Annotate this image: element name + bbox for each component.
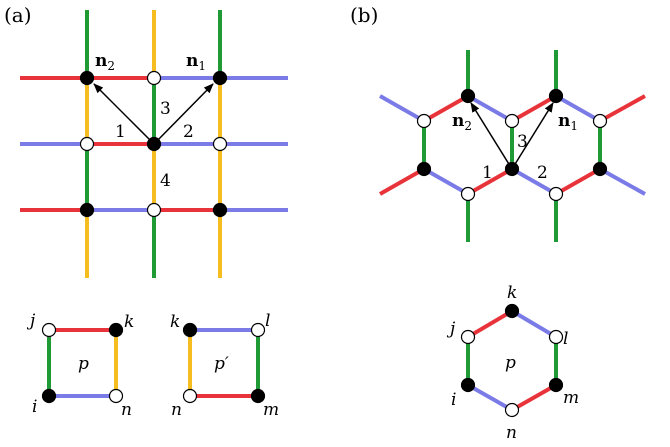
panel-a-horizontal-bonds xyxy=(20,76,288,212)
vector-n2-arrow-b xyxy=(470,102,513,170)
site-empty xyxy=(146,202,162,218)
bond-label-1-b: 1 xyxy=(482,163,493,183)
vector-n2-label: n2 xyxy=(95,51,115,73)
site-empty xyxy=(212,136,228,152)
vector-n1-label: n1 xyxy=(186,51,206,73)
vector-n2-arrow xyxy=(93,83,155,145)
panel-a: (a) xyxy=(4,3,288,420)
vector-n2-label-b: n2 xyxy=(452,111,472,133)
vertex-n: n xyxy=(121,400,132,420)
site-filled xyxy=(79,70,95,86)
vertex-l: l xyxy=(265,311,270,331)
bond-label-1: 1 xyxy=(115,122,126,142)
panel-b-bonds xyxy=(379,50,646,242)
hex-vertex-m: m xyxy=(563,388,579,408)
panel-a-vertical-bonds xyxy=(85,10,222,278)
plaquette-p-label: p xyxy=(78,354,89,374)
hex-vertex-n: n xyxy=(506,423,517,443)
vertex-j: j xyxy=(26,311,36,331)
bond-label-3: 3 xyxy=(160,99,171,119)
site-filled xyxy=(146,136,162,152)
site-filled xyxy=(212,202,228,218)
hexagon-p-label: p xyxy=(505,353,516,373)
vertex-n-prime: n xyxy=(171,400,182,420)
site-empty xyxy=(146,70,162,86)
panel-a-label: (a) xyxy=(4,3,32,27)
panel-b-sites xyxy=(416,88,608,202)
hex-vertex-j: j xyxy=(446,319,456,339)
site-filled xyxy=(212,70,228,86)
plaquette-p: j k i n p xyxy=(26,311,134,420)
hex-vertex-i: i xyxy=(451,390,456,410)
vertex-k-prime: k xyxy=(170,312,180,332)
vertex-m: m xyxy=(263,400,279,420)
bond-label-2-b: 2 xyxy=(537,163,548,183)
vector-n1-label-b: n1 xyxy=(558,111,578,133)
vertex-i: i xyxy=(32,397,37,417)
bond-label-2: 2 xyxy=(183,122,194,142)
panel-b: (b) xyxy=(350,3,646,443)
vector-n1-arrow-b xyxy=(511,102,554,170)
vector-n1-arrow xyxy=(153,83,214,145)
panel-b-vectors xyxy=(470,102,554,170)
vertex-k: k xyxy=(124,312,134,332)
hex-vertex-l: l xyxy=(563,329,568,349)
panel-a-vectors xyxy=(93,83,214,145)
site-filled xyxy=(79,202,95,218)
panel-b-label: (b) xyxy=(350,3,378,27)
plaquette-p-prime: k l n m p′ xyxy=(170,311,279,420)
panel-a-sites xyxy=(79,70,228,218)
bond-label-4: 4 xyxy=(160,171,171,191)
hexagon-plaquette-p: k j l i m n p xyxy=(446,283,579,443)
plaquette-p-prime-label: p′ xyxy=(214,354,229,374)
hex-vertex-k: k xyxy=(507,283,517,303)
site-empty xyxy=(79,136,95,152)
bond-label-3-b: 3 xyxy=(517,132,528,152)
